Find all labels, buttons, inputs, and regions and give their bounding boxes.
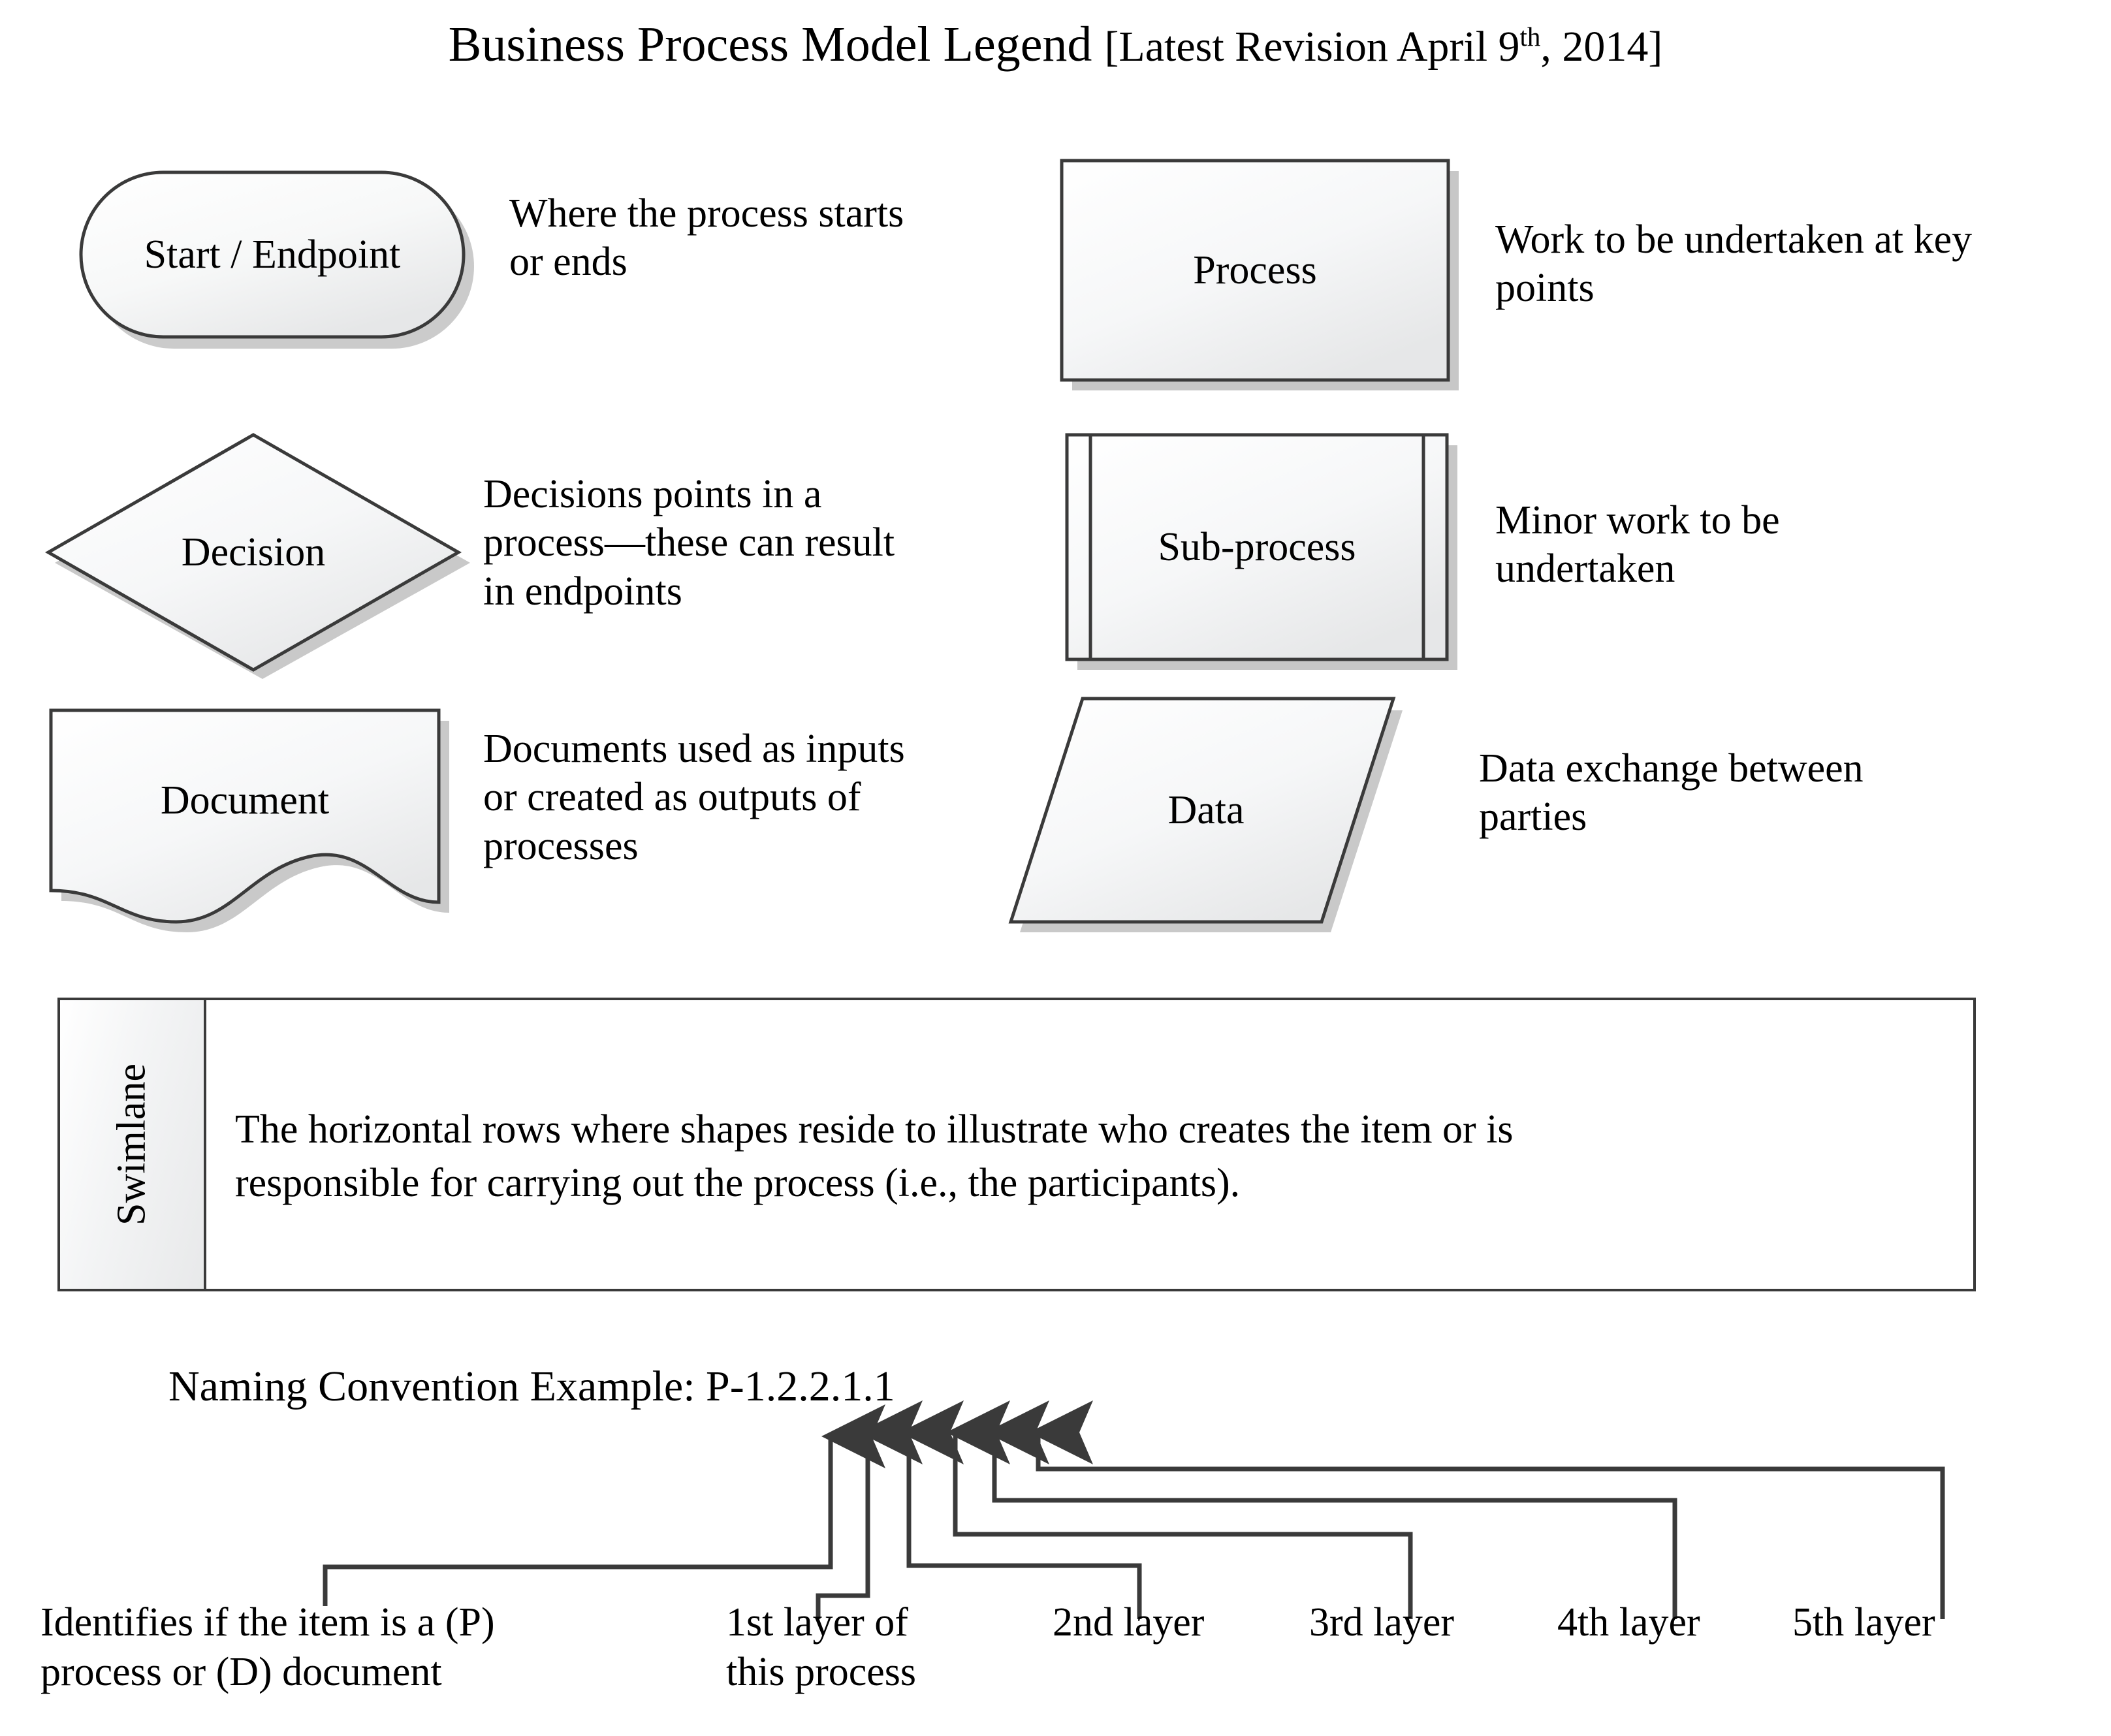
desc-data: Data exchange between parties xyxy=(1479,744,2106,842)
desc-start-endpoint-line1: Where the process starts xyxy=(509,191,904,236)
callout-layer-4-line1: 4th layer xyxy=(1557,1600,1700,1645)
swimlane-header-label: Swimlane xyxy=(109,1064,154,1225)
shape-sub-process: Sub-process xyxy=(1063,431,1474,686)
desc-document-line3: processes xyxy=(483,823,639,868)
shape-document: Document xyxy=(46,705,477,953)
callout-p-or-d-line2: process or (D) document xyxy=(40,1649,442,1694)
desc-document: Documents used as inputs or created as o… xyxy=(483,725,1071,870)
revision-suffix: , 2014] xyxy=(1540,23,1663,71)
callout-layer-4: 4th layer xyxy=(1557,1598,1832,1648)
callout-p-or-d: Identifies if the item is a (P) process … xyxy=(40,1598,667,1697)
callout-layer-5: 5th layer xyxy=(1792,1598,2067,1648)
shape-start-endpoint: Start / Endpoint xyxy=(77,168,482,358)
desc-start-endpoint-line2: or ends xyxy=(509,240,627,285)
swimlane-description-line2: responsible for carrying out the process… xyxy=(235,1160,1241,1205)
desc-decision-line2: process—these can result xyxy=(483,520,895,565)
shape-decision: Decision xyxy=(44,424,496,686)
callout-layer-2: 2nd layer xyxy=(1053,1598,1327,1648)
shape-process: Process xyxy=(1058,157,1476,405)
swimlane-description-line1: The horizontal rows where shapes reside … xyxy=(235,1107,1514,1152)
desc-decision-line3: in endpoints xyxy=(483,569,682,614)
desc-sub-process-line1: Minor work to be xyxy=(1495,498,1780,543)
desc-document-line1: Documents used as inputs xyxy=(483,727,905,771)
revision-note: [Latest Revision April 9th, 2014] xyxy=(1104,23,1662,71)
revision-ordinal-suffix: th xyxy=(1519,22,1541,52)
desc-decision: Decisions points in a process—these can … xyxy=(483,470,1071,616)
swimlane-header-cell: Swimlane xyxy=(60,1000,206,1289)
desc-data-line1: Data exchange between xyxy=(1479,746,1864,791)
swimlane-description: The horizontal rows where shapes reside … xyxy=(235,1103,1933,1210)
naming-convention-title: Naming Convention Example: P-1.2.2.1.1 xyxy=(168,1363,895,1410)
shape-data: Data xyxy=(1008,692,1528,953)
callout-layer-2-line1: 2nd layer xyxy=(1053,1600,1205,1645)
naming-convention-leader-lines xyxy=(0,1400,2111,1619)
callout-p-or-d-line1: Identifies if the item is a (P) xyxy=(40,1600,495,1645)
desc-data-line2: parties xyxy=(1479,795,1587,840)
callout-layer-3-line1: 3rd layer xyxy=(1309,1600,1455,1645)
desc-decision-line1: Decisions points in a xyxy=(483,472,822,516)
desc-process-line1: Work to be undertaken at key xyxy=(1495,217,1973,262)
desc-sub-process: Minor work to be undertaken xyxy=(1495,496,2083,593)
callout-layer-1-line1: 1st layer of xyxy=(726,1600,908,1645)
desc-process: Work to be undertaken at key points xyxy=(1495,215,2109,313)
callout-layer-5-line1: 5th layer xyxy=(1792,1600,1935,1645)
swimlane-box xyxy=(57,998,1976,1291)
desc-start-endpoint: Where the process starts or ends xyxy=(509,189,1058,287)
callout-layer-3: 3rd layer xyxy=(1309,1598,1583,1648)
desc-document-line2: or created as outputs of xyxy=(483,775,861,820)
page-title: Business Process Model Legend [Latest Re… xyxy=(0,20,2111,69)
callout-layer-1-line2: this process xyxy=(726,1649,917,1694)
revision-prefix: [Latest Revision April 9 xyxy=(1104,23,1520,71)
page-title-main: Business Process Model Legend xyxy=(448,17,1105,72)
desc-process-line2: points xyxy=(1495,266,1595,311)
callout-layer-1: 1st layer of this process xyxy=(726,1598,1040,1697)
desc-sub-process-line2: undertaken xyxy=(1495,546,1675,592)
